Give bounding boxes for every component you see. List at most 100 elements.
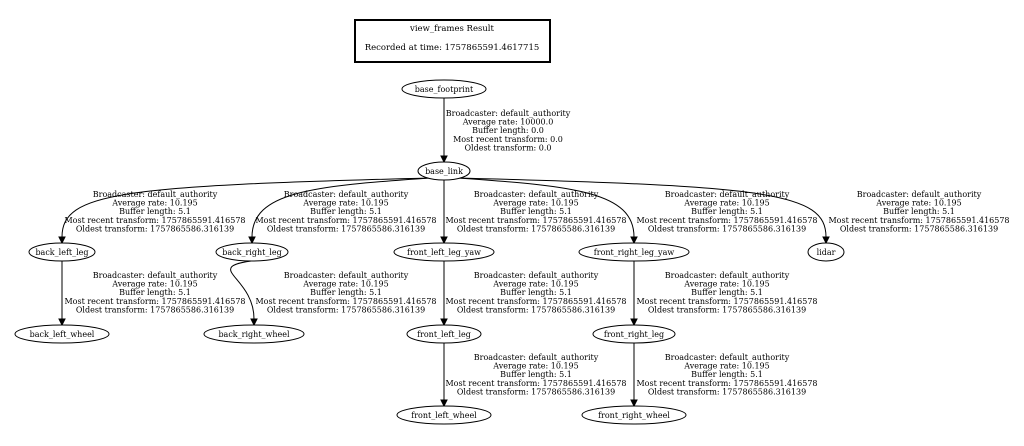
edge-label-line: Average rate: 10.195	[875, 199, 961, 208]
frame-node-front_left_wheel: front_left_wheel	[396, 405, 492, 425]
frame-node-label: lidar	[817, 248, 836, 257]
edge-label-line: Oldest transform: 1757865586.316139	[648, 387, 806, 396]
frame-node-back_left_leg: back_left_leg	[28, 242, 96, 262]
edge-label-line: Average rate: 10.195	[111, 199, 197, 208]
edge-label-line: Broadcaster: default_authority	[284, 271, 409, 280]
edge-label-line: Average rate: 10.195	[683, 199, 769, 208]
edge-label-line: Average rate: 10.195	[492, 280, 578, 289]
edge-label-line: Most recent transform: 0.0	[453, 135, 563, 144]
arrowhead-icon	[630, 236, 638, 245]
frame-node-ellipse	[28, 242, 96, 262]
frame-node-lidar: lidar	[807, 242, 845, 262]
edge-line	[457, 177, 827, 238]
frame-node-ellipse	[592, 324, 676, 344]
frame-node-back_right_wheel: back_right_wheel	[203, 324, 305, 344]
edge-label-line: Most recent transform: 1757865591.416578	[445, 216, 626, 225]
frame-node-base_footprint: base_footprint	[401, 79, 487, 99]
arrowhead-icon	[822, 236, 830, 245]
frame-node-label: front_left_leg	[417, 330, 471, 339]
frame-node-label: back_left_wheel	[30, 330, 95, 339]
edge-label-line: Average rate: 10.195	[302, 280, 388, 289]
frame-node-label: front_right_leg	[604, 330, 664, 339]
frame-node-ellipse	[578, 242, 690, 262]
frame-node-front_right_leg: front_right_leg	[592, 324, 676, 344]
frame-node-label: base_link	[425, 167, 463, 176]
frame-node-ellipse	[417, 161, 471, 181]
edge-label-line: Average rate: 10.195	[302, 199, 388, 208]
edge-label-line: Buffer length: 5.1	[691, 288, 763, 297]
frame-node-base_link: base_link	[417, 161, 471, 181]
edge-label-line: Oldest transform: 1757865586.316139	[267, 305, 425, 314]
edge-label-line: Most recent transform: 1757865591.416578	[255, 216, 436, 225]
edge-label-line: Oldest transform: 1757865586.316139	[457, 224, 615, 233]
edge-label-line: Most recent transform: 1757865591.416578	[255, 297, 436, 306]
frame-node-ellipse	[581, 405, 687, 425]
edge-label-line: Buffer length: 5.1	[310, 207, 382, 216]
arrowhead-icon	[440, 399, 448, 408]
edge-line	[230, 258, 267, 320]
edge-label-line: Most recent transform: 1757865591.416578	[636, 297, 817, 306]
edge-label-line: Broadcaster: default_authority	[474, 353, 599, 362]
edge-label-line: Buffer length: 5.1	[691, 370, 763, 379]
arrowhead-icon	[58, 236, 66, 245]
edge-label-line: Most recent transform: 1757865591.416578	[445, 297, 626, 306]
arrowhead-icon	[440, 155, 448, 164]
edge-label-line: Oldest transform: 1757865586.316139	[76, 305, 234, 314]
edge-label-line: Buffer length: 5.1	[691, 207, 763, 216]
edge-label-line: Broadcaster: default_authority	[93, 190, 218, 199]
edge-label-line: Most recent transform: 1757865591.416578	[64, 216, 245, 225]
edge-label-line: Broadcaster: default_authority	[857, 190, 982, 199]
edge-label-line: Buffer length: 5.1	[119, 288, 191, 297]
edge-label-line: Broadcaster: default_authority	[665, 353, 790, 362]
title-recorded-time: Recorded at time: 1757865591.4617715	[365, 43, 540, 53]
frame-node-label: front_right_leg_yaw	[594, 248, 675, 257]
edge-label-line: Oldest transform: 1757865586.316139	[457, 387, 615, 396]
edge-label-line: Broadcaster: default_authority	[474, 271, 599, 280]
edge-label-line: Average rate: 10.195	[111, 280, 197, 289]
edge-label-line: Oldest transform: 1757865586.316139	[648, 224, 806, 233]
title-frame	[354, 19, 551, 63]
edge-line	[61, 177, 431, 238]
frame-node-ellipse	[396, 405, 492, 425]
arrowhead-icon	[250, 318, 258, 327]
frame-node-label: base_footprint	[415, 85, 474, 94]
edge-label-line: Average rate: 10.195	[492, 199, 578, 208]
edge-label-line: Most recent transform: 1757865591.416578	[64, 297, 245, 306]
edge-label-line: Most recent transform: 1757865591.416578	[828, 216, 1009, 225]
edge-label-line: Broadcaster: default_authority	[284, 190, 409, 199]
frame-node-back_left_wheel: back_left_wheel	[14, 324, 110, 344]
frame-node-ellipse	[215, 242, 289, 262]
frame-node-label: back_left_leg	[35, 248, 88, 257]
edge-label-line: Most recent transform: 1757865591.416578	[636, 216, 817, 225]
frame-node-front_right_wheel: front_right_wheel	[581, 405, 687, 425]
edge-label-line: Average rate: 10.195	[683, 280, 769, 289]
edge-line	[251, 177, 431, 238]
frame-node-front_left_leg: front_left_leg	[406, 324, 482, 344]
frame-node-label: front_left_wheel	[411, 411, 477, 420]
arrowhead-icon	[58, 318, 66, 327]
frame-node-ellipse	[393, 242, 495, 262]
edge-label-line: Broadcaster: default_authority	[446, 109, 571, 118]
frame-node-ellipse	[203, 324, 305, 344]
title-box: view_frames Result Recorded at time: 175…	[354, 19, 551, 63]
arrowhead-icon	[630, 318, 638, 327]
edge-label-line: Oldest transform: 0.0	[464, 143, 551, 152]
arrowhead-icon	[440, 236, 448, 245]
edge-label-line: Buffer length: 5.1	[500, 288, 572, 297]
frame-node-label: front_left_leg_yaw	[407, 248, 481, 257]
edge-label-line: Average rate: 10.195	[683, 362, 769, 371]
frame-node-label: front_right_wheel	[598, 411, 670, 420]
title-heading: view_frames Result	[409, 24, 494, 34]
frame-node-label: back_right_leg	[222, 248, 282, 257]
